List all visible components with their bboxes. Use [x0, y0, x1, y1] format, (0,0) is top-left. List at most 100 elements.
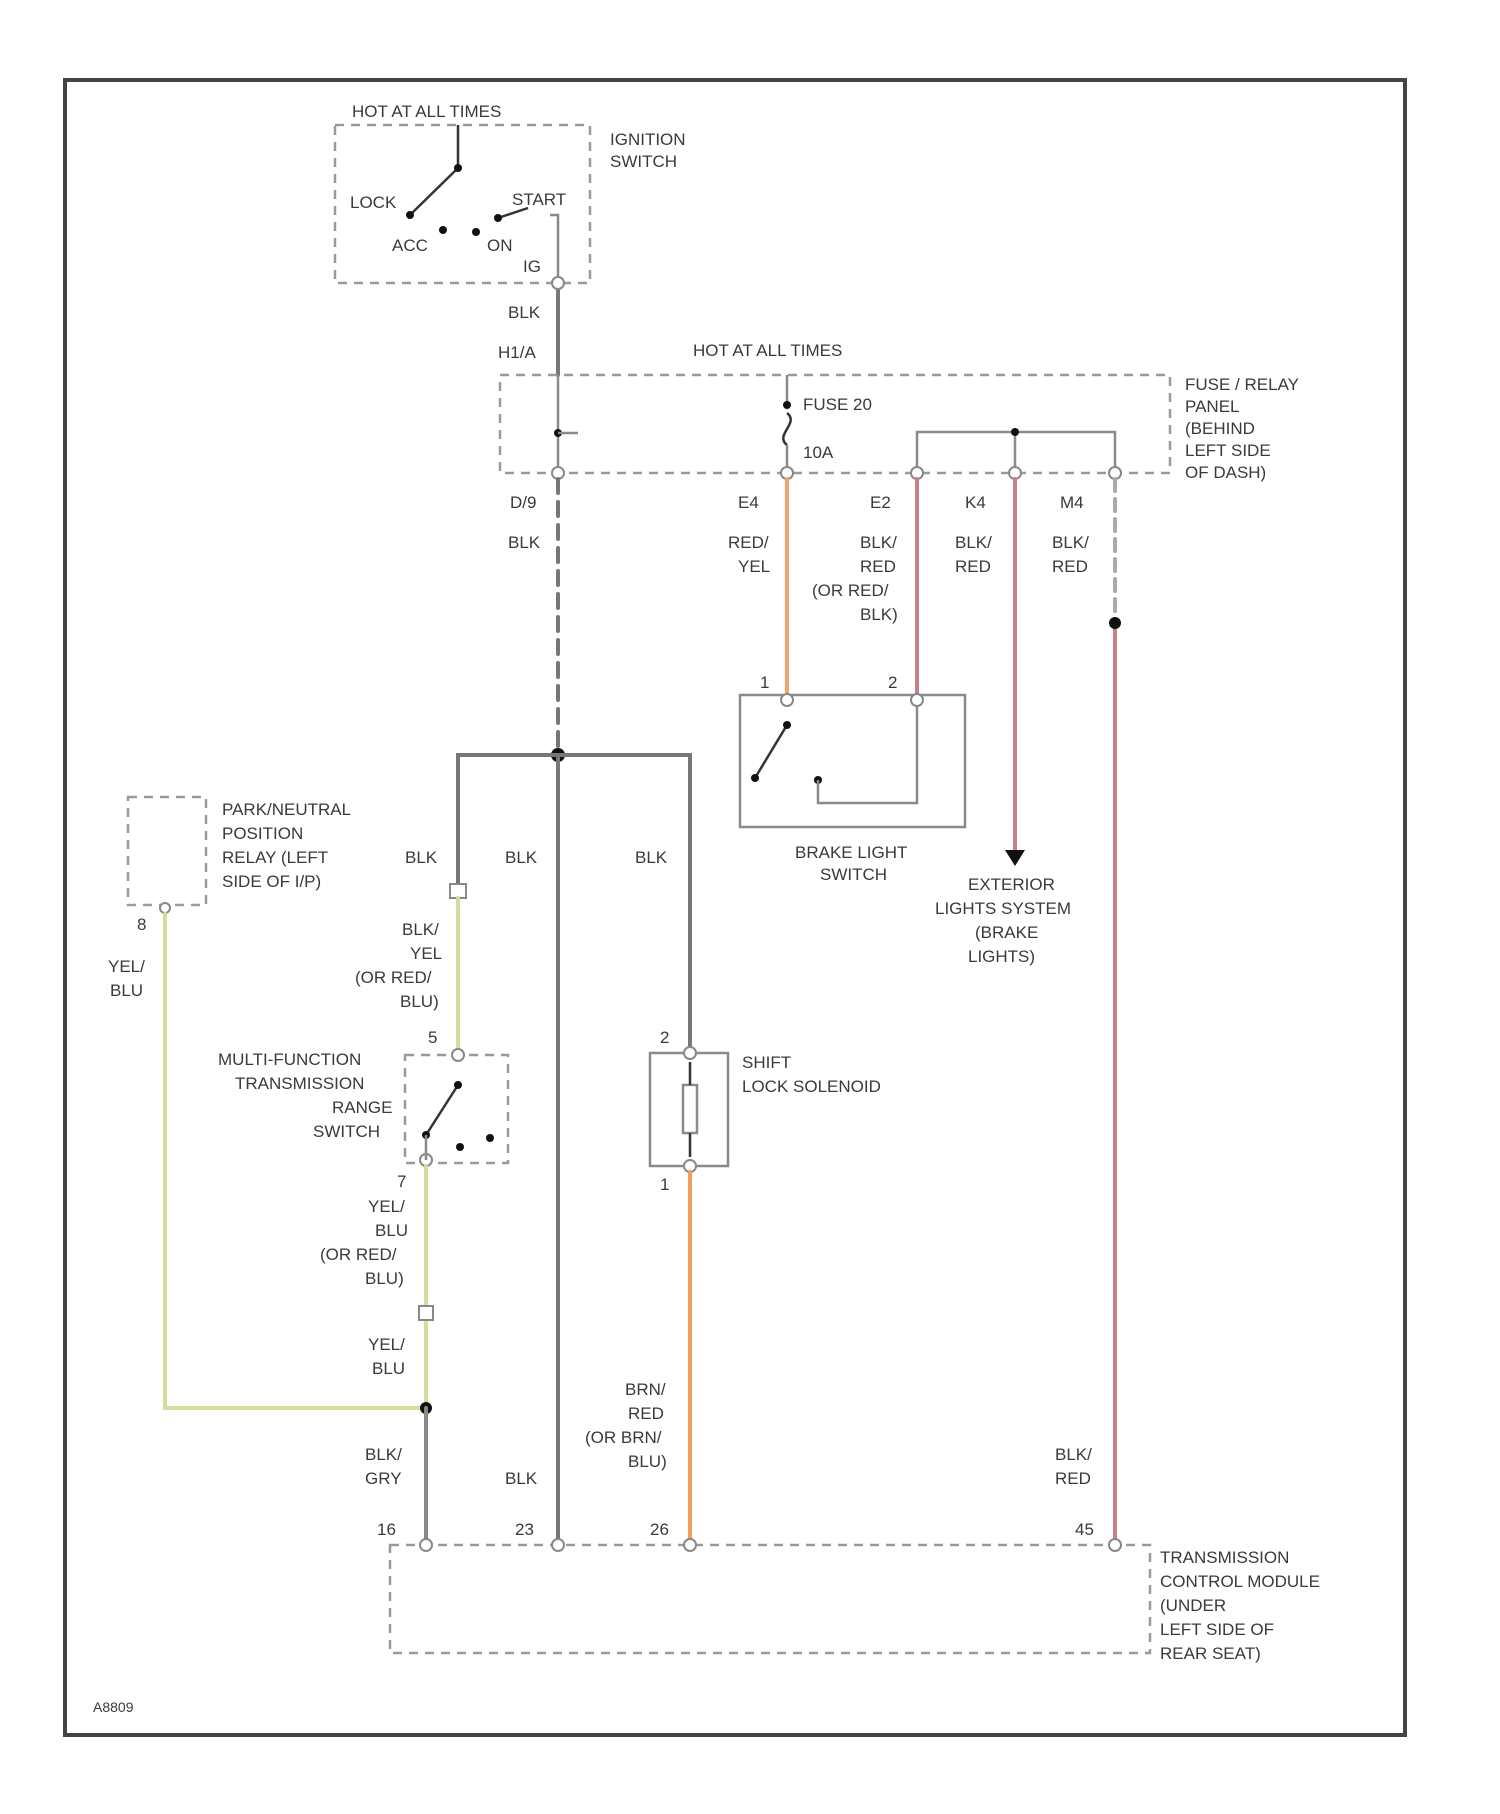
wire-label-blk-red-2a: BLK/: [1052, 533, 1089, 552]
wire-label-red-yel-2: YEL: [738, 557, 770, 576]
exterior-lights-4: LIGHTS): [968, 947, 1035, 966]
mf-switch-name-4: SWITCH: [313, 1122, 380, 1141]
park-neutral-name-1: PARK/NEUTRAL: [222, 800, 351, 819]
park-neutral-name-2: POSITION: [222, 824, 303, 843]
mf-switch-name-2: TRANSMISSION: [235, 1074, 364, 1093]
shift-lock-name-2: LOCK SOLENOID: [742, 1077, 881, 1096]
park-neutral-pin: [160, 903, 170, 913]
shift-lock-name-1: SHIFT: [742, 1053, 791, 1072]
tcm-box: [390, 1545, 1150, 1653]
brake-switch-pin-2: [911, 694, 923, 706]
contact-point: [456, 1143, 464, 1151]
mf-switch-blade: [426, 1085, 458, 1135]
park-neutral-name-3: RELAY (LEFT: [222, 848, 328, 867]
tcm-pin-23: [552, 1539, 564, 1551]
fuse-label: FUSE 20: [803, 395, 872, 414]
panel-pin-label-d9: D/9: [510, 493, 536, 512]
ignition-output-trace: [550, 215, 558, 283]
wire-label-blk-center: BLK: [505, 848, 538, 867]
wire-label-yel-blu-alt-3: (OR RED/: [320, 1245, 397, 1264]
park-neutral-relay: PARK/NEUTRAL POSITION RELAY (LEFT SIDE O…: [128, 797, 351, 934]
contact-point: [406, 211, 414, 219]
exterior-lights-arrow: [1005, 850, 1025, 866]
brake-switch-pin-1: [781, 694, 793, 706]
tcm-name-2: CONTROL MODULE: [1160, 1572, 1320, 1591]
wire-label-brn-red-1: BRN/: [625, 1380, 666, 1399]
wire-label-blk-red-2b: RED: [1052, 557, 1088, 576]
ignition-switch-blade: [410, 168, 458, 215]
exterior-lights-1: EXTERIOR: [968, 875, 1055, 894]
fuse-element: [783, 413, 791, 445]
fuse-panel-name-5: OF DASH): [1185, 463, 1266, 482]
mf-switch-pin-top: [452, 1049, 464, 1061]
wire-label-yel-blu-alt-4: BLU): [365, 1269, 404, 1288]
fuse-panel-name-3: (BEHIND: [1185, 419, 1255, 438]
wire-label-blk-lower: BLK: [505, 1469, 538, 1488]
fuse-panel-name-2: PANEL: [1185, 397, 1240, 416]
fuse-panel-hot-label: HOT AT ALL TIMES: [693, 341, 842, 360]
shift-lock-pin-top: [684, 1047, 696, 1059]
fuse-terminal: [783, 401, 791, 409]
wire-label-blk-panel: BLK: [508, 533, 541, 552]
wire-label-brn-red-4: BLU): [628, 1452, 667, 1471]
brake-switch-pin-2-label: 2: [888, 673, 897, 692]
brake-switch-name-2: SWITCH: [820, 865, 887, 884]
tcm-name-4: LEFT SIDE OF: [1160, 1620, 1274, 1639]
tcm-name-5: REAR SEAT): [1160, 1644, 1261, 1663]
splice-dot: [1109, 617, 1121, 629]
ignition-hot-label: HOT AT ALL TIMES: [352, 102, 501, 121]
splice-dot: [1011, 428, 1019, 436]
brake-switch-trace: [818, 706, 917, 803]
wire-label-yel-blu-left-2: BLU: [110, 981, 143, 1000]
mf-switch-name-1: MULTI-FUNCTION: [218, 1050, 361, 1069]
fuse-relay-panel: HOT AT ALL TIMES FUSE 20 10A FUSE / RELA…: [500, 341, 1299, 512]
shift-lock-coil: [683, 1085, 697, 1133]
wire-label-blk-yel-4: BLU): [400, 992, 439, 1011]
shift-lock-pin-bottom-label: 1: [660, 1175, 669, 1194]
tcm-pin-26-label: 26: [650, 1520, 669, 1539]
wire-label-blk-gry-2: GRY: [365, 1469, 402, 1488]
tcm-pin-26: [684, 1539, 696, 1551]
ignition-switch-name-2: SWITCH: [610, 152, 677, 171]
wire-blk-left-branch: [458, 755, 558, 890]
wire-label-blk-red-alt-4: BLK): [860, 605, 898, 624]
wire-label-blk-yel-1: BLK/: [402, 920, 439, 939]
wire-yel-blu-relay: [165, 914, 426, 1408]
mf-switch-pin-bottom-label: 7: [397, 1172, 406, 1191]
transmission-control-module: 16 23 26 45 TRANSMISSION CONTROL MODULE …: [377, 1520, 1320, 1663]
fuse-panel-name-4: LEFT SIDE: [1185, 441, 1271, 460]
ignition-switch-name-1: IGNITION: [610, 130, 686, 149]
tcm-name-3: (UNDER: [1160, 1596, 1226, 1615]
contact-point: [439, 226, 447, 234]
contact-point: [472, 228, 480, 236]
shift-lock-solenoid: 2 1 SHIFT LOCK SOLENOID: [650, 1028, 881, 1194]
wire-blk-right-branch: [558, 755, 690, 1047]
ignition-switch: HOT AT ALL TIMES IGNITION SWITCH LOCK AC…: [335, 102, 686, 283]
brake-switch-box: [740, 695, 965, 827]
wire-label-blk-yel-3: (OR RED/: [355, 968, 432, 987]
wire-label-blk-top: BLK: [508, 303, 541, 322]
tcm-pin-16: [420, 1539, 432, 1551]
wire-label-blk-gry-1: BLK/: [365, 1445, 402, 1464]
brake-switch-name-1: BRAKE LIGHT: [795, 843, 907, 862]
ignition-pos-on: ON: [487, 236, 513, 255]
wire-label-blk-yel-2: YEL: [410, 944, 442, 963]
contact-point: [494, 214, 502, 222]
multi-function-switch: 5 7 MULTI-FUNCTION TRANSMISSION RANGE SW…: [218, 1028, 508, 1191]
connector-top-label: H1/A: [498, 343, 536, 362]
diagram-frame: [65, 80, 1405, 1735]
exterior-lights-2: LIGHTS SYSTEM: [935, 899, 1071, 918]
panel-pin-label-e2: E2: [870, 493, 891, 512]
contact-point: [751, 774, 759, 782]
wire-label-blk-right: BLK: [635, 848, 668, 867]
wire-label-blk-red-1b: RED: [955, 557, 991, 576]
fuse-panel-name-1: FUSE / RELAY: [1185, 375, 1299, 394]
ignition-pin: IG: [523, 257, 541, 276]
figure-id: A8809: [93, 1699, 134, 1715]
inline-connector: [419, 1306, 433, 1320]
brake-switch-blade: [755, 725, 787, 778]
mf-switch-pin-top-label: 5: [428, 1028, 437, 1047]
contact-point: [783, 721, 791, 729]
contact-point: [454, 1081, 462, 1089]
